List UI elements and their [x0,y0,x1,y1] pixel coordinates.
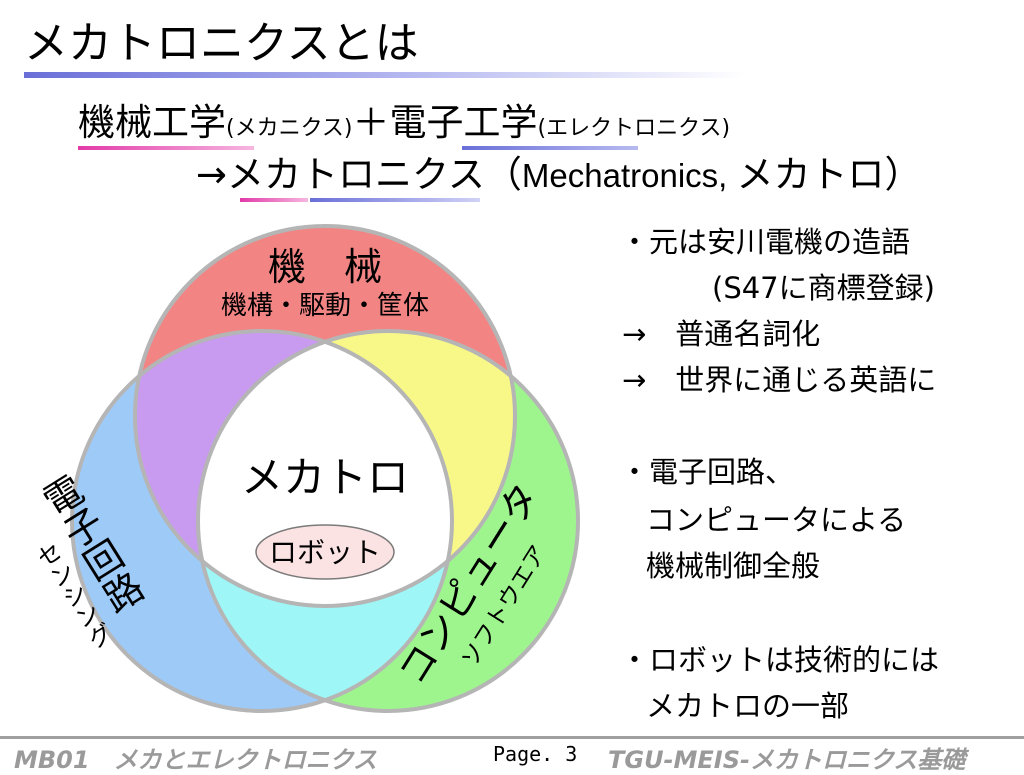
footer-course-code: MB01 メカとエレクトロニクス [14,746,377,774]
result-arrow: → [196,153,228,196]
mechanical-engineering: 機械工学 [78,101,226,144]
footer-page-number: Page. 3 [493,742,578,766]
bullet-electronic-circuit: ・電子回路、 [620,455,795,489]
footer-divider [0,736,1024,739]
plus-sign: ＋ [352,101,390,144]
bullet-computer: コンピュータによる [646,503,907,537]
center-label: メカトロ [241,453,409,502]
venn-diagram: 機 械 機構・駆動・筐体 メカトロ ロボット 電子回路 センシング コンピュータ… [40,224,580,713]
title-underline [24,72,744,78]
english-close-paren: ） [884,153,922,196]
bullet-english-word: → 世界に通じる英語に [622,363,937,397]
electronics-reading: (エレクトロニクス) [537,116,731,141]
tronics-underline [310,198,480,202]
mechanical-sub-label: 機構・駆動・筐体 [221,291,429,321]
formula-line: 機械工学(メカニクス)＋電子工学(エレクトロニクス) [78,100,730,152]
electronic-engineering: 電子工学 [389,101,538,144]
english-open-paren: （ [484,153,522,196]
robot-label: ロボット [269,536,381,569]
bullet-trademark: (S47に商標登録) [712,271,935,305]
bullet-machine-control: 機械制御全般 [646,549,821,583]
mechatronics-term: メカトロニクス [227,153,485,196]
mechanical-outline [133,224,517,608]
short-term: メカトロ [736,153,885,196]
computer-outline [196,329,580,713]
footer-course-title: TGU-MEIS-メカトロニクス基礎 [608,746,966,774]
meka-underline [240,198,308,202]
result-line: →メカトロニクス（Mechatronics, メカトロ） [196,152,922,199]
venn-outlines [70,224,580,713]
elec-underline [462,146,638,150]
bullet-origin: ・元は安川電機の造語 [620,225,911,259]
mechanics-reading: (メカニクス) [226,116,353,141]
center-region [198,331,452,606]
bullet-mechatro-part: メカトロの一部 [646,689,850,723]
bullet-common-noun: → 普通名詞化 [622,317,821,351]
bullet-robot: ・ロボットは技術的には [620,643,940,677]
electronic-outline [70,329,454,713]
mechanical-label: 機 械 [268,245,382,289]
slide-title: メカトロニクスとは [24,18,419,69]
mech-underline [78,146,254,150]
robot-ellipse [255,524,395,580]
english-term: Mechatronics, [521,157,737,194]
